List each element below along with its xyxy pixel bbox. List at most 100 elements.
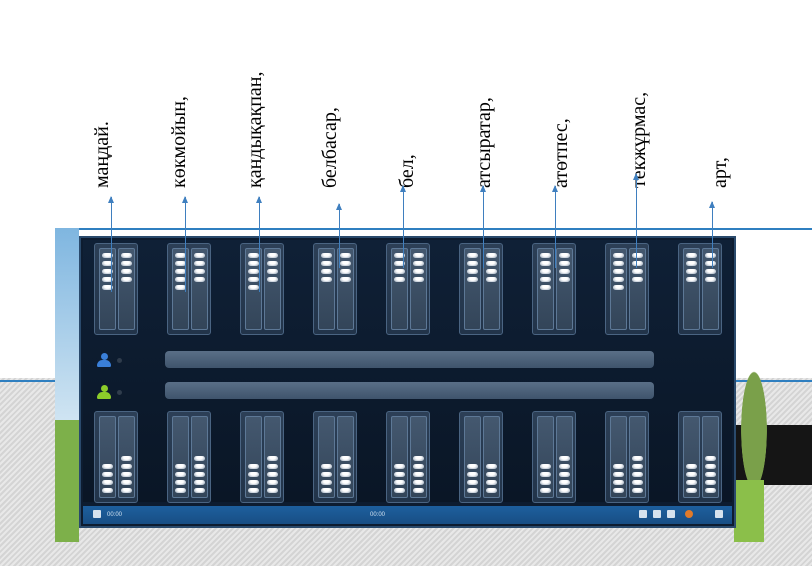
stone [467,480,478,485]
stone [486,488,497,493]
stone [413,253,424,258]
stone [686,480,697,485]
stone [175,253,186,258]
stone [413,472,424,477]
pit-slot [702,248,719,330]
arrow-icon [256,196,262,292]
bottom-pit-1[interactable] [94,411,138,503]
bottom-pit-4[interactable] [313,411,357,503]
stone [467,472,478,477]
stone [394,269,405,274]
pit-slot [99,416,116,498]
stone [540,277,551,282]
settings-icon[interactable] [93,510,101,518]
background-sky [55,228,79,420]
stone [194,464,205,469]
top-pit-4[interactable] [313,243,357,335]
stone [705,480,716,485]
background-grass-right [734,480,764,542]
stone [194,480,205,485]
top-pit-8[interactable] [605,243,649,335]
stone [632,261,643,266]
stone [102,285,113,290]
bottom-pit-3[interactable] [240,411,284,503]
stone [194,269,205,274]
sound-icon[interactable] [653,510,661,518]
pit-slot [337,416,354,498]
top-pit-9[interactable] [678,243,722,335]
stone [467,269,478,274]
bottom-pit-6[interactable] [459,411,503,503]
fullscreen-icon[interactable] [715,510,723,518]
pit-slot [483,248,500,330]
stone [632,456,643,461]
stone [486,472,497,477]
stone [321,261,332,266]
status-bar: 00:00 00:00 [83,506,732,524]
stone [394,472,405,477]
stone [267,472,278,477]
bottom-pit-5[interactable] [386,411,430,503]
stone [540,253,551,258]
arrow-icon [336,203,342,268]
player-top-store-bar [165,351,654,368]
stone [340,456,351,461]
stone [632,277,643,282]
stone [248,253,259,258]
top-pit-2[interactable] [167,243,211,335]
stone [175,480,186,485]
arrow-icon [633,173,639,268]
stone [394,261,405,266]
stone [613,277,624,282]
stone [613,261,624,266]
pit-name-label: маңдай. [91,121,113,188]
bottom-pit-7[interactable] [532,411,576,503]
stone [613,480,624,485]
stone [613,488,624,493]
stone [540,464,551,469]
stone [340,480,351,485]
stone [121,472,132,477]
stone [321,480,332,485]
stone [613,464,624,469]
top-pit-6[interactable] [459,243,503,335]
stone [121,277,132,282]
top-pit-5[interactable] [386,243,430,335]
stone [394,253,405,258]
pit-slot [464,248,481,330]
pit-slot [318,248,335,330]
stone [686,472,697,477]
pit-slot [610,248,627,330]
player-top-head [101,353,108,360]
stone [632,488,643,493]
stone [559,472,570,477]
player-bottom-head [101,385,108,392]
bottom-pit-8[interactable] [605,411,649,503]
network-icon[interactable] [667,510,675,518]
bottom-pit-2[interactable] [167,411,211,503]
player-bottom-indicator [117,390,122,395]
stone [686,277,697,282]
top-pit-1[interactable] [94,243,138,335]
pit-slot [629,248,646,330]
arrow-icon [480,185,486,268]
stone [248,277,259,282]
pit-slot [172,248,189,330]
pit-name-label: белбасар, [319,107,341,188]
record-icon[interactable] [685,510,693,518]
stone [340,277,351,282]
pit-slot [191,248,208,330]
player-bottom-store-bar [165,382,654,399]
bottom-pit-9[interactable] [678,411,722,503]
pit-slot [537,416,554,498]
stone [467,253,478,258]
top-pit-3[interactable] [240,243,284,335]
stone [175,472,186,477]
pit-slot [610,416,627,498]
stone [394,464,405,469]
top-pit-7[interactable] [532,243,576,335]
stone [413,464,424,469]
monitor-icon[interactable] [639,510,647,518]
stone [705,261,716,266]
stone [486,277,497,282]
